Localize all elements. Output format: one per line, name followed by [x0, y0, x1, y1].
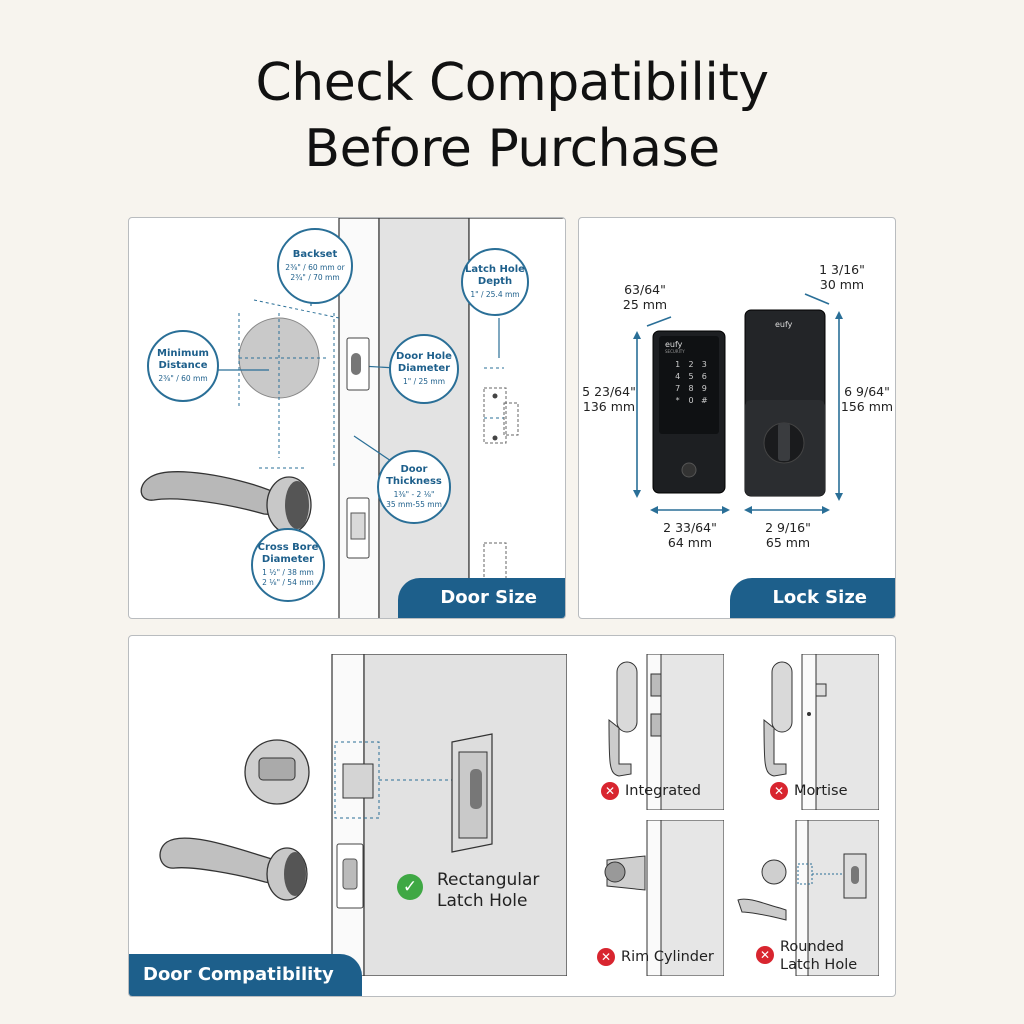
mortise-text: Mortise	[794, 783, 848, 799]
ok-label-2: Latch Hole	[437, 891, 528, 911]
door-thickness-label-2: Thickness	[386, 476, 442, 487]
door-thickness-label-1: Door	[400, 464, 428, 475]
back-width-inch: 2 9/16"	[765, 520, 811, 535]
keypad-key[interactable]: 8	[688, 384, 694, 393]
keypad-key[interactable]: 4	[675, 372, 681, 381]
front-width-inch: 2 33/64"	[663, 520, 717, 535]
x-icon: ✕	[756, 946, 774, 964]
rectangular-latch-label: ✓ Rectangular Latch Hole	[397, 870, 539, 912]
front-height-mm: 136 mm	[582, 399, 636, 414]
rim-cylinder-card: ✕ Rim Cylinder	[579, 820, 724, 976]
back-height-dim: 6 9/64" 156 mm	[839, 384, 895, 414]
keypad-key[interactable]: 3	[701, 360, 707, 369]
cross-bore-value-1: 1 ½" / 38 mm	[262, 568, 314, 577]
keypad-key[interactable]: 9	[701, 384, 707, 393]
back-unit-brand: eufy	[775, 320, 793, 329]
backset-value-2: 2¾" / 70 mm	[290, 273, 340, 282]
rectangular-latch-illustration	[147, 654, 567, 976]
keypad-brand-sub: SECURITY	[665, 349, 685, 354]
cross-bore-label-1: Cross Bore	[257, 542, 319, 553]
back-width-mm: 65 mm	[765, 535, 811, 550]
backset-label: Backset	[292, 249, 338, 260]
min-distance-bubble: Minimum Distance 2⅜" / 60 mm	[147, 330, 219, 402]
keypad-key[interactable]: 5	[688, 372, 694, 381]
x-icon: ✕	[597, 948, 615, 966]
front-height-inch: 5 23/64"	[582, 384, 636, 399]
back-depth-inch: 1 3/16"	[819, 262, 865, 277]
x-icon: ✕	[601, 782, 619, 800]
rim-cylinder-label: ✕ Rim Cylinder	[597, 948, 714, 966]
front-height-dim: 5 23/64" 136 mm	[581, 384, 637, 414]
door-hole-label-1: Door Hole	[396, 351, 452, 362]
lock-size-tab: Lock Size	[730, 578, 895, 618]
back-height-inch: 6 9/64"	[844, 384, 890, 399]
latch-depth-label-2: Depth	[477, 276, 513, 287]
back-depth-mm: 30 mm	[819, 277, 865, 292]
keypad-key[interactable]: 0	[688, 396, 694, 405]
door-hole-value: 1" / 25 mm	[402, 377, 446, 386]
back-height-mm: 156 mm	[840, 399, 894, 414]
rim-cylinder-text: Rim Cylinder	[621, 949, 714, 965]
title-line-2: Before Purchase	[304, 119, 720, 179]
mortise-card: ✕ Mortise	[734, 654, 879, 810]
front-width-mm: 64 mm	[667, 535, 713, 550]
backset-bubble: Backset 2⅜" / 60 mm or 2¾" / 70 mm	[277, 228, 353, 304]
mortise-label: ✕ Mortise	[770, 782, 848, 800]
cross-bore-value-2: 2 ⅛" / 54 mm	[262, 578, 314, 587]
rounded-latch-card: ✕ Rounded Latch Hole	[734, 820, 879, 976]
integrated-card: ✕ Integrated	[579, 654, 724, 810]
integrated-text: Integrated	[625, 783, 701, 799]
backset-value-1: 2⅜" / 60 mm or	[285, 263, 345, 272]
door-thickness-value-2: 35 mm-55 mm	[386, 500, 442, 509]
rounded-latch-label: ✕ Rounded Latch Hole	[756, 938, 857, 974]
cross-bore-label-2: Diameter	[261, 554, 315, 565]
door-thickness-bubble: Door Thickness 1⅜" - 2 ⅛" 35 mm-55 mm	[377, 450, 451, 524]
rounded-latch-text-1: Rounded	[780, 939, 845, 955]
keypad-brand: eufy	[665, 340, 683, 349]
door-thickness-value-1: 1⅜" - 2 ⅛"	[393, 490, 435, 499]
door-hole-bubble: Door Hole Diameter 1" / 25 mm	[389, 334, 459, 404]
door-hole-label-2: Diameter	[397, 363, 451, 374]
check-icon: ✓	[397, 874, 423, 900]
keypad-grid: 1 2 3 4 5 6 7 8 9 * 0 #	[671, 360, 711, 405]
min-distance-value: 2⅜" / 60 mm	[158, 374, 208, 383]
lock-size-panel: eufy SECURITY 1 2 3 4 5 6 7 8 9 * 0 # eu…	[578, 217, 896, 619]
back-depth-dim: 1 3/16" 30 mm	[805, 262, 879, 292]
keypad-key[interactable]: 2	[688, 360, 694, 369]
keypad-key[interactable]: #	[700, 396, 708, 405]
latch-depth-value: 1" / 25.4 mm	[470, 290, 520, 299]
front-width-dim: 2 33/64" 64 mm	[659, 520, 721, 550]
keypad-key[interactable]: 1	[675, 360, 681, 369]
cross-bore-bubble: Cross Bore Diameter 1 ½" / 38 mm 2 ⅛" / …	[251, 528, 325, 602]
ok-label-1: Rectangular	[437, 870, 540, 890]
rectangular-latch-card: ✓ Rectangular Latch Hole	[147, 654, 567, 976]
integrated-label: ✕ Integrated	[601, 782, 701, 800]
min-distance-label-1: Minimum	[157, 348, 209, 359]
back-width-dim: 2 9/16" 65 mm	[757, 520, 819, 550]
integrated-illustration	[579, 654, 724, 810]
min-distance-label-2: Distance	[158, 360, 208, 371]
mortise-illustration	[734, 654, 879, 810]
lock-size-illustration	[633, 293, 843, 514]
keypad-key[interactable]: 7	[675, 384, 681, 393]
keypad-key[interactable]: *	[675, 396, 680, 405]
front-depth-mm: 25 mm	[622, 297, 668, 312]
rim-cylinder-illustration	[579, 820, 724, 976]
latch-depth-bubble: Latch Hole Depth 1" / 25.4 mm	[461, 248, 529, 316]
door-size-tab: Door Size	[398, 578, 565, 618]
page-title: Check Compatibility Before Purchase	[0, 50, 1024, 182]
keypad-key[interactable]: 6	[701, 372, 707, 381]
door-compatibility-panel: ✓ Rectangular Latch Hole ✕ Integrated	[128, 635, 896, 997]
front-depth-dim: 63/64" 25 mm	[615, 282, 675, 312]
door-size-panel: Backset 2⅜" / 60 mm or 2¾" / 70 mm Minim…	[128, 217, 566, 619]
door-compatibility-tab: Door Compatibility	[129, 954, 362, 996]
rounded-latch-text-2: Latch Hole	[780, 957, 858, 973]
front-depth-inch: 63/64"	[624, 282, 666, 297]
title-line-1: Check Compatibility	[255, 53, 770, 113]
latch-depth-label-1: Latch Hole	[465, 264, 525, 275]
x-icon: ✕	[770, 782, 788, 800]
